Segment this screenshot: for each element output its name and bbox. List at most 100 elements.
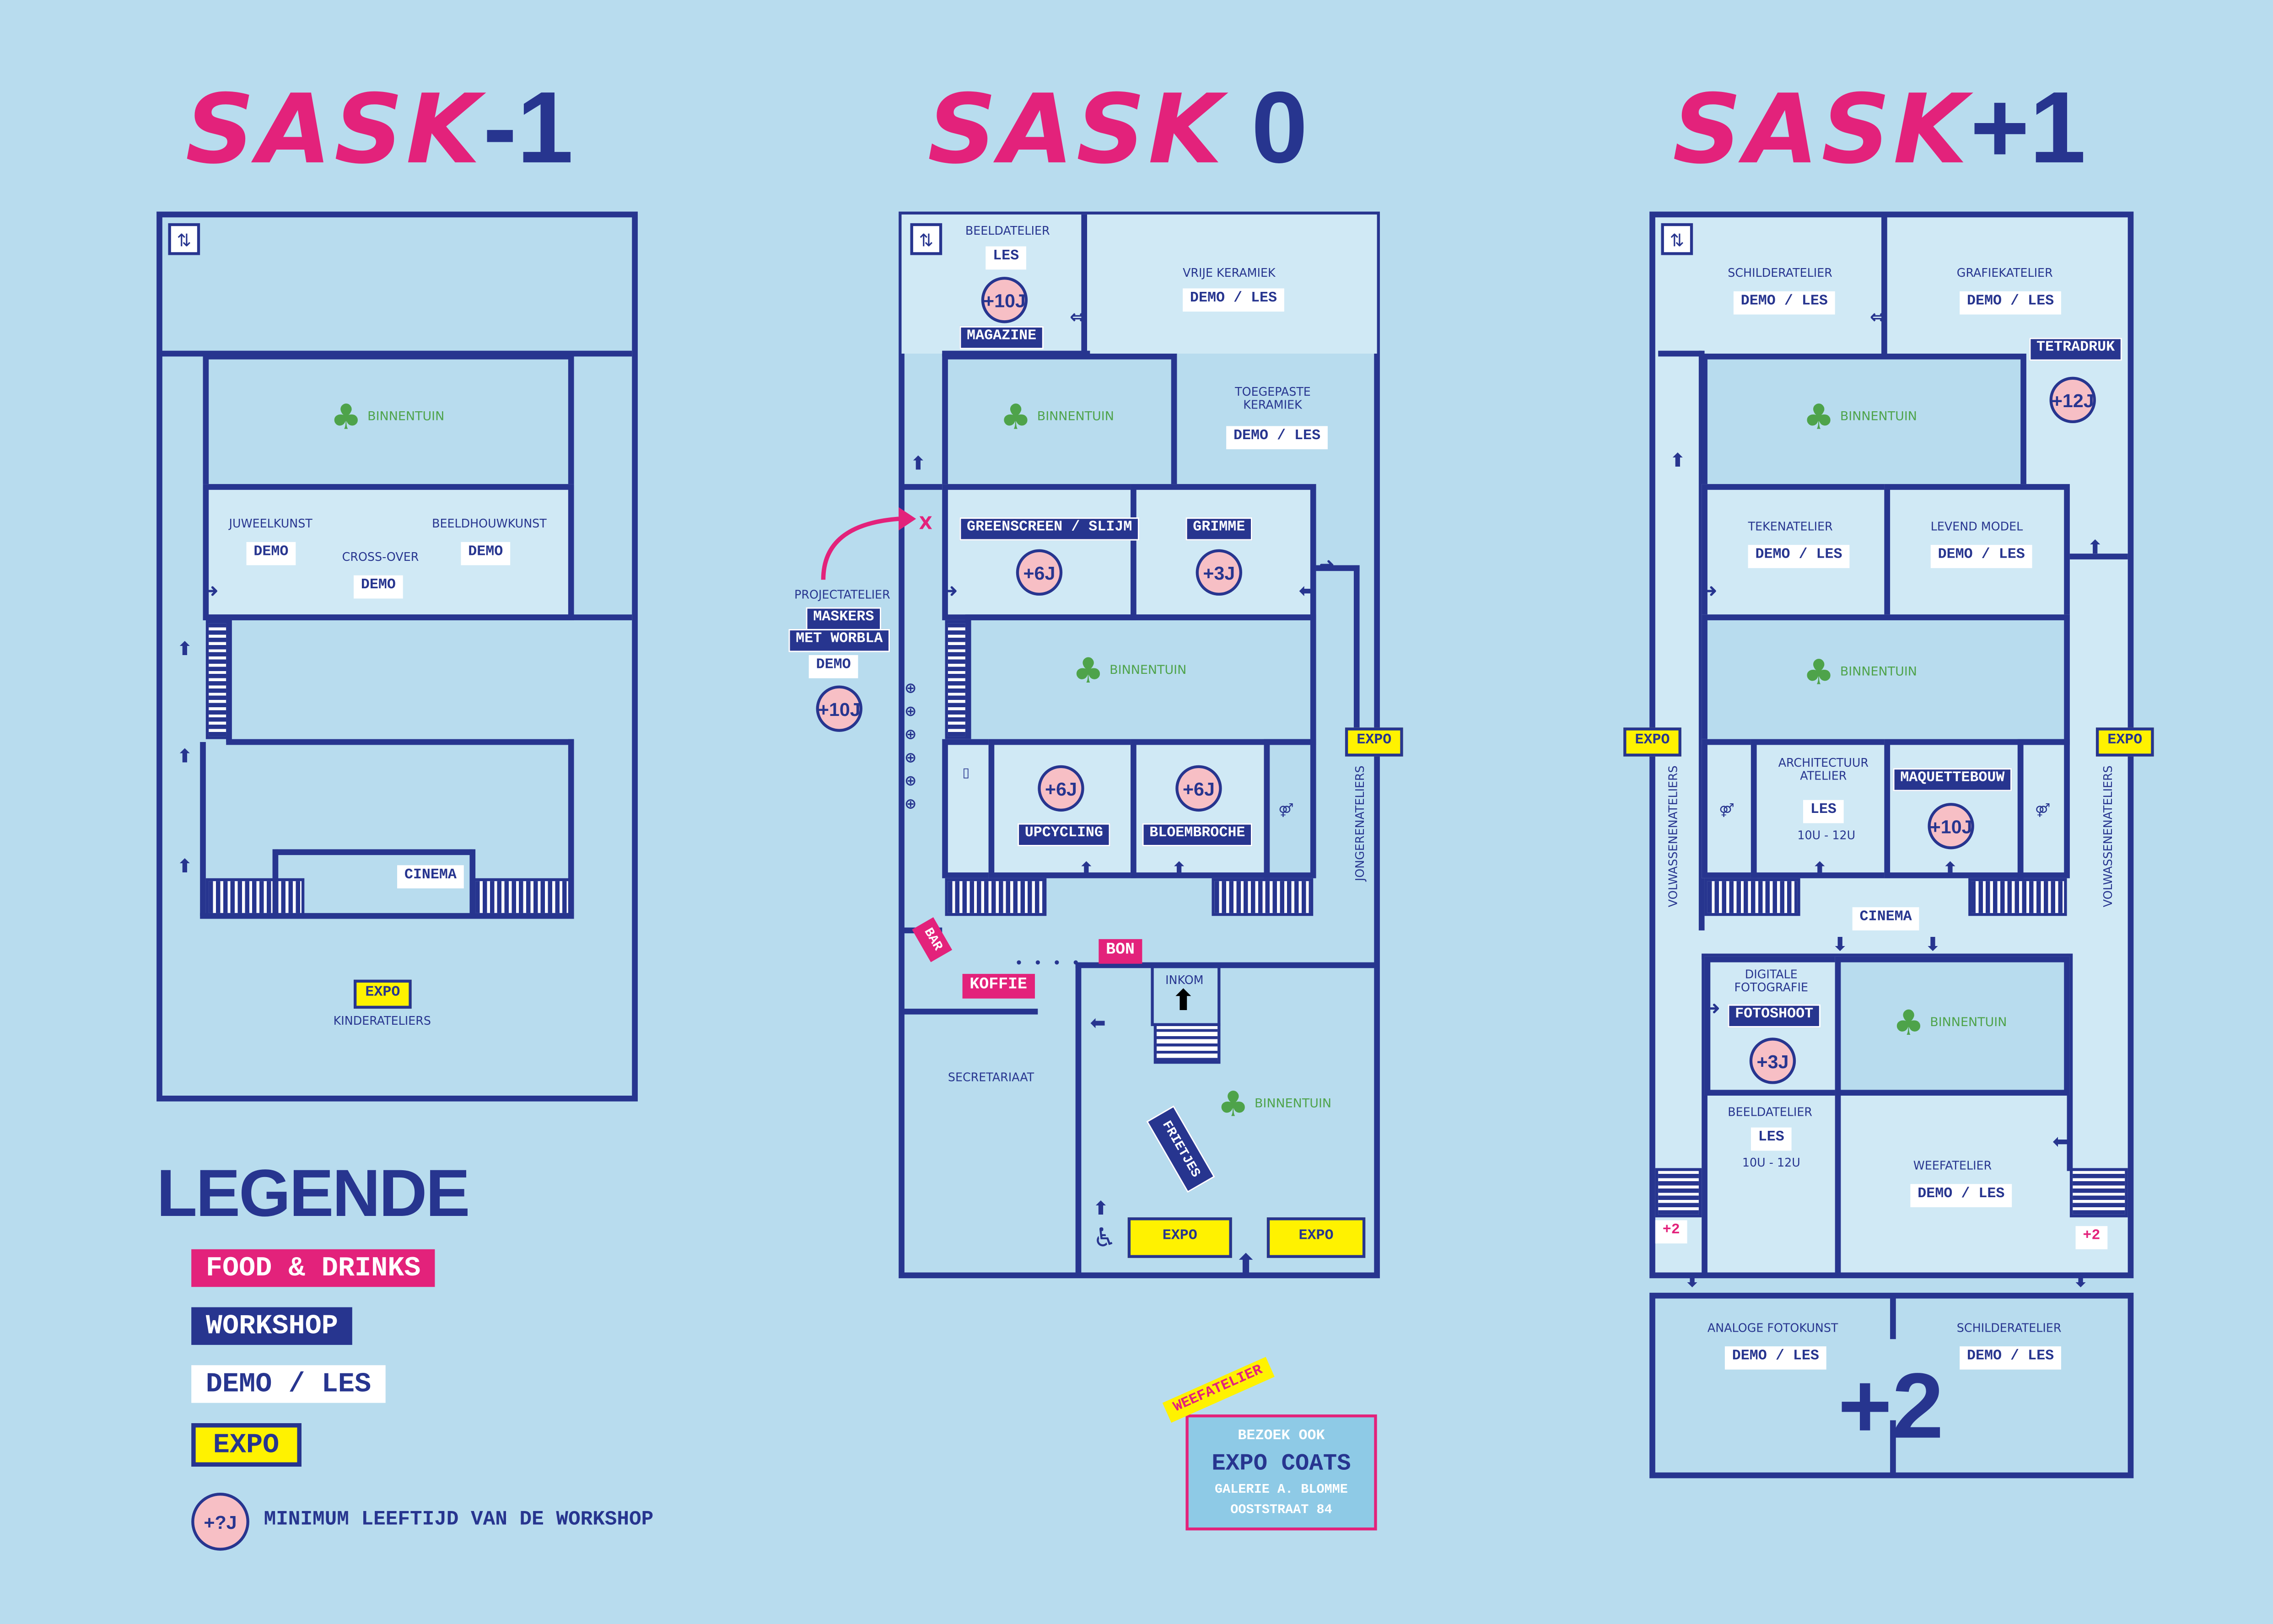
label-jongerenateliers: JONGERENATELIERS (1353, 765, 1367, 882)
badge-demo: DEMO (246, 542, 296, 565)
badge-demo: DEMO (461, 542, 511, 565)
arrow-up-icon: ⬆ (1812, 859, 1828, 882)
title-prefix: SASK (1672, 74, 1971, 186)
outline (156, 211, 638, 1102)
garden-label: ♣BINNENTUIN (1072, 651, 1187, 692)
title-prefix: SASK (927, 74, 1225, 186)
badge-demo-les: DEMO / LES (1183, 288, 1284, 312)
wheelchair-icon: ♿ (1093, 1223, 1116, 1254)
badge-demo-les: DEMO / LES (1724, 1346, 1826, 1370)
toilet-icon: ⚤ (1719, 804, 1734, 819)
tree-icon: ♣ (1000, 397, 1032, 438)
tree-icon: ♣ (1803, 652, 1835, 693)
badge-met-worbla: MET WORBLA (788, 629, 890, 652)
badge-demo-les: DEMO / LES (1748, 545, 1850, 568)
badge-demo-les: DEMO / LES (1910, 1184, 2012, 1207)
garden-label: ♣BINNENTUIN (1000, 397, 1114, 438)
badge-demo-les: DEMO / LES (1733, 291, 1835, 315)
promo-line1: BEZOEK OOK (1238, 1429, 1325, 1445)
badge-maquettebouw: MAQUETTEBOUW (1893, 768, 2012, 791)
room-toilet (942, 739, 995, 878)
legend-demo-les: DEMO / LES (191, 1365, 386, 1403)
elevator-icon: ⇅ (910, 223, 943, 255)
room-binnentuin (1835, 956, 2070, 1096)
label-beeldhouwkunst: BEELDHOUWKUNST (432, 517, 547, 531)
title-suffix: 0 (1251, 71, 1308, 184)
badge-cinema: CINEMA (1852, 907, 1919, 930)
room-service (2017, 739, 2070, 878)
label-analoge-fotokunst: ANALOGE FOTOKUNST (1707, 1322, 1838, 1335)
stairs-icon (472, 878, 571, 916)
badge-greenscreen: GREENSCREEN / SLIJM (959, 517, 1140, 541)
title-suffix: -1 (483, 71, 574, 184)
arrow-up-icon: ⬆ (1942, 859, 1958, 882)
dotted-line-icon: • • • • (1014, 956, 1083, 973)
garden-label: ♣BINNENTUIN (1217, 1084, 1332, 1125)
label-juweelkunst: JUWEELKUNST (229, 517, 312, 531)
elevator-icon: ⇅ (168, 223, 200, 255)
arrow-both-icon: ⇔ (1869, 307, 1886, 329)
age-badge: +10J (816, 685, 862, 732)
badge-demo-les: DEMO / LES (1960, 291, 2061, 315)
arrow-curve-icon (821, 507, 916, 580)
arrow-right-icon: ➜ (1702, 581, 1718, 603)
arrow-up-icon: ⬆ (1670, 451, 1686, 473)
stairs-icon (1153, 1023, 1221, 1064)
garden-label: ♣BINNENTUIN (1803, 652, 1917, 693)
connector-icon: ⊕⊕⊕⊕⊕⊕ (904, 681, 917, 813)
promo-line4: OOSTSTRAAT 84 (1230, 1503, 1332, 1517)
arrow-up-icon: ⬆ (177, 856, 193, 878)
badge-expo: EXPO (1266, 1217, 1366, 1258)
arrow-both-icon: ⇔ (1069, 307, 1086, 329)
room-binnentuin (1702, 614, 2070, 745)
arrow-left-icon: ⬅ (2052, 1132, 2068, 1154)
arrow-up-icon: ⬆ (2087, 538, 2103, 559)
toilet-icon: ⚤ (2035, 804, 2051, 819)
door-icon: ▯ (962, 766, 970, 781)
arrow-up-icon: ⬆ (1171, 859, 1187, 882)
legend-age-text: MINIMUM LEEFTIJD VAN DE WORKSHOP (264, 1508, 654, 1532)
arrow-left-icon: ⬅ (1090, 1013, 1106, 1035)
stairs-icon (945, 620, 969, 739)
badge-demo: DEMO (353, 575, 403, 599)
badge-demo-les: DEMO / LES (1960, 1346, 2061, 1370)
badge-maskers: MASKERS (806, 607, 882, 631)
label-levend-model: LEVEND MODEL (1930, 520, 2023, 533)
age-badge: +3J (1196, 549, 1242, 596)
label-kinderateliers: KINDERATELIERS (333, 1014, 431, 1028)
arrow-up-icon: ⬆ (1093, 1198, 1109, 1221)
badge-expo: EXPO (2095, 727, 2154, 757)
tree-icon: ♣ (1803, 397, 1835, 438)
legend-age-badge: +?J (191, 1493, 249, 1551)
label-schilderatelier: SCHILDERATELIER (1728, 266, 1832, 280)
badge-plus2: +2 (2075, 1226, 2108, 1249)
arrow-down-icon: ⬇ (1832, 935, 1848, 957)
label-beeldatelier: BEELDATELIER (965, 225, 1050, 238)
entrance-arrow-icon: ⬆ (1235, 1249, 1257, 1280)
label-tekenatelier: TEKENATELIER (1748, 520, 1833, 533)
arrow-down-icon: ⬇ (1684, 1271, 1700, 1293)
badge-expo: EXPO (1127, 1217, 1232, 1258)
badge-grimme: GRIMME (1185, 517, 1253, 541)
arrow-right-icon: ➜ (942, 581, 958, 603)
age-badge: +10J (1928, 803, 1974, 850)
label-toegepaste-keramiek: TOEGEPASTE KERAMIEK (1235, 385, 1311, 412)
badge-demo-les: DEMO / LES (1226, 426, 1328, 450)
age-badge: +6J (1016, 549, 1063, 596)
stairs-icon (1704, 878, 1800, 916)
badge-les: LES (1751, 1127, 1792, 1151)
label-grafiekatelier: GRAFIEKATELIER (1956, 266, 2053, 280)
label-digitale-fotografie: DIGITALE FOTOGRAFIE (1734, 968, 1809, 995)
badge-demo: DEMO (808, 655, 858, 678)
badge-magazine: MAGAZINE (959, 326, 1044, 350)
label-inkom: INKOM (1165, 973, 1204, 987)
arrow-right-icon: ➜ (203, 581, 219, 603)
badge-bon: BON (1099, 939, 1142, 964)
arrow-down-icon: ⬇ (1925, 935, 1941, 957)
toilet-icon: ⚤ (1278, 804, 1294, 819)
stairs-icon (1212, 878, 1314, 916)
arrow-down-icon: ⬇ (2073, 1271, 2089, 1293)
stairs-icon (2069, 1168, 2128, 1218)
